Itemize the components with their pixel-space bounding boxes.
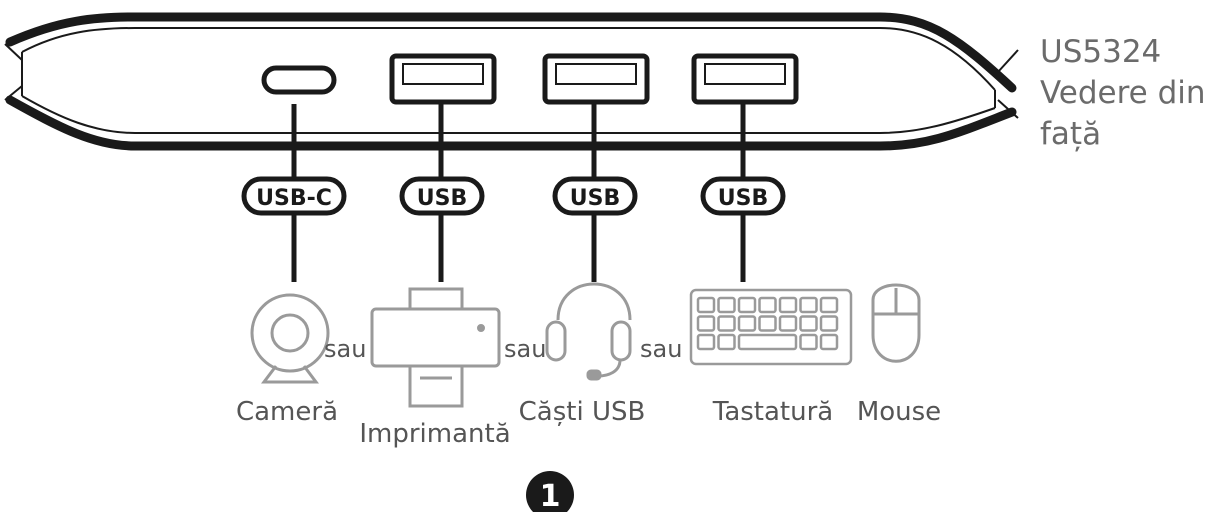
keyboard-key: [819, 333, 839, 351]
keyboard-key: [737, 333, 798, 351]
keyboard-key: [717, 296, 736, 314]
keyboard-key: [696, 315, 716, 332]
badge-usb-3: USB: [700, 176, 786, 216]
keyboard-key: [778, 296, 798, 314]
mouse-icon: [871, 283, 921, 363]
keyboard-key: [778, 315, 798, 332]
model-name: US5324: [1040, 34, 1162, 70]
keyboard-key: [799, 315, 818, 332]
keyboard-key: [717, 333, 736, 351]
step-number-text: 1: [540, 479, 561, 512]
keyboard-key: [819, 296, 839, 314]
printer-label: Imprimantă: [359, 419, 510, 449]
keyboard-key: [696, 333, 716, 351]
or-text-2: sau: [504, 335, 546, 363]
headset-label: Căști USB: [519, 397, 646, 427]
keyboard-key: [737, 296, 757, 314]
headset-icon: [545, 282, 632, 381]
usb-port-2: [542, 53, 650, 105]
badge-usb-2: USB: [552, 176, 638, 216]
badge-usb-3-label: USB: [718, 186, 768, 211]
or-text-3: sau: [640, 335, 682, 363]
camera-label: Cameră: [236, 397, 338, 427]
keyboard-key: [799, 333, 818, 351]
keyboard-key: [758, 315, 777, 332]
badge-usb-c-label: USB-C: [256, 186, 332, 211]
badge-usb-c: USB-C: [241, 176, 347, 216]
printer-icon: [370, 287, 501, 408]
step-number-badge: 1: [526, 471, 574, 516]
device-front-panel: [4, 12, 1019, 151]
keyboard-label: Tastatură: [712, 397, 833, 427]
badge-usb-1: USB: [399, 176, 485, 216]
keyboard-key: [717, 315, 736, 332]
keyboard-key: [799, 296, 818, 314]
usb-c-port: [261, 65, 337, 95]
mouse-label: Mouse: [857, 397, 941, 427]
or-text-1: sau: [324, 335, 366, 363]
keyboard-key: [737, 315, 757, 332]
badge-usb-1-label: USB: [417, 186, 467, 211]
camera-icon: [250, 293, 330, 384]
view-label-line1: Vedere din: [1040, 75, 1206, 111]
usb-port-1: [389, 53, 497, 105]
keyboard-key: [758, 296, 777, 314]
keyboard-key: [819, 315, 839, 332]
badge-usb-2-label: USB: [570, 186, 620, 211]
view-label-line2: față: [1040, 116, 1102, 152]
keyboard-icon: [689, 288, 853, 366]
usb-port-3: [691, 53, 799, 105]
keyboard-key: [696, 296, 716, 314]
